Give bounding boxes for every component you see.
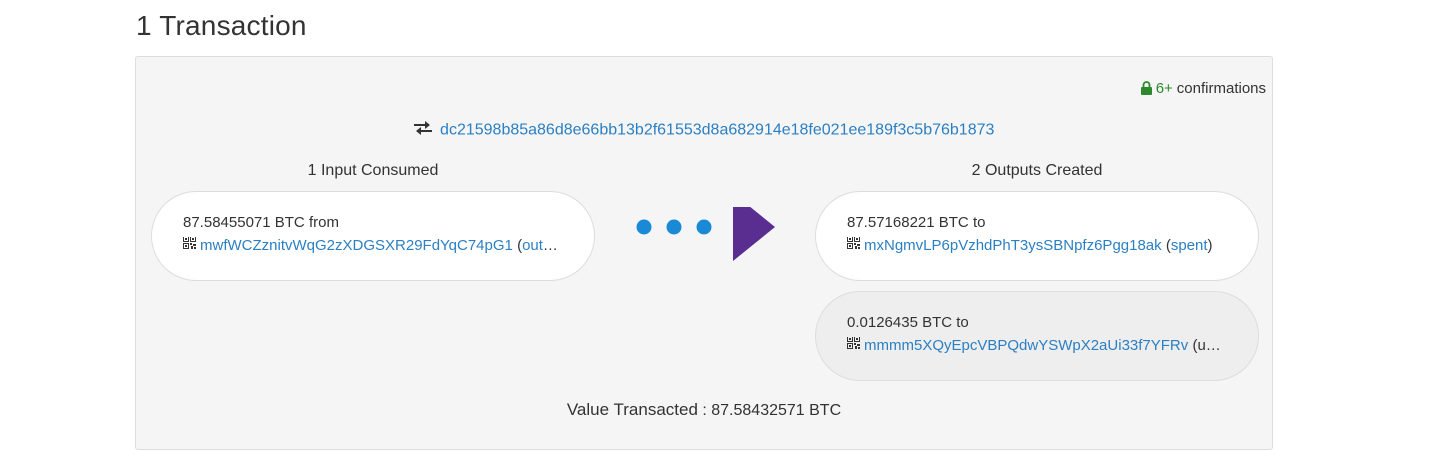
output-status: uns… <box>1197 337 1227 354</box>
input-direction: from <box>308 214 339 231</box>
confirmations-count: 6+ <box>1155 80 1173 97</box>
input-amount: 87.58455071 BTC <box>183 214 305 231</box>
output-status-link[interactable]: spent <box>1170 237 1208 254</box>
output-item: 87.57168221 BTC to mxNgmvLP6pVzhdPhT3ysS… <box>815 191 1259 281</box>
arrow-right-icon <box>733 193 775 261</box>
lock-icon <box>1140 80 1152 95</box>
transaction-panel: 6+ confirmations dc21598b85a86d8e66bb13b… <box>135 56 1273 450</box>
output-address-link[interactable]: mxNgmvLP6pVzhdPhT3ysSBNpfz6Pgg18ak <box>864 237 1162 254</box>
output-direction: to <box>956 314 969 331</box>
input-address-link[interactable]: mwfWCZznitvWqG2zXDGSXR29FdYqC74pG1 <box>200 237 513 254</box>
flow-indicator <box>636 193 776 284</box>
flow-dot <box>696 219 712 235</box>
flow-dot <box>666 219 682 235</box>
page-title: 1 Transaction <box>136 10 307 41</box>
value-transacted-label: Value Transacted <box>566 400 698 419</box>
output-amount: 87.57168221 BTC <box>847 214 969 231</box>
output-amount: 0.0126435 BTC <box>847 314 953 331</box>
txid-row: dc21598b85a86d8e66bb13b2f61553d8a682914e… <box>136 121 1272 140</box>
qr-icon[interactable] <box>183 237 196 253</box>
exchange-icon <box>413 121 432 140</box>
value-transacted-amount: 87.58432571 BTC <box>711 402 842 419</box>
outputs-heading: 2 Outputs Created <box>971 162 1103 179</box>
output-item: 0.0126435 BTC to mmmm5XQyEpcVBPQdwYSWpX2… <box>815 291 1259 381</box>
input-status-link[interactable]: output <box>522 237 563 254</box>
output-address-link[interactable]: mmmm5XQyEpcVBPQdwYSWpX2aUi33f7YFRv <box>864 337 1189 354</box>
value-transacted-separator: : <box>697 402 712 419</box>
txid-link[interactable]: dc21598b85a86d8e66bb13b2f61553d8a682914e… <box>440 121 995 139</box>
qr-icon[interactable] <box>847 237 860 253</box>
output-direction: to <box>972 214 986 231</box>
input-item: 87.58455071 BTC from mwfWCZznitvWqG2zXDG… <box>151 191 595 281</box>
confirmations-status: 6+ confirmations <box>1140 80 1266 97</box>
flow-dot <box>636 219 652 235</box>
confirmations-label: confirmations <box>1176 80 1266 97</box>
inputs-heading: 1 Input Consumed <box>307 162 439 179</box>
value-transacted: Value Transacted : 87.58432571 BTC <box>136 400 1272 420</box>
qr-icon[interactable] <box>847 337 860 353</box>
